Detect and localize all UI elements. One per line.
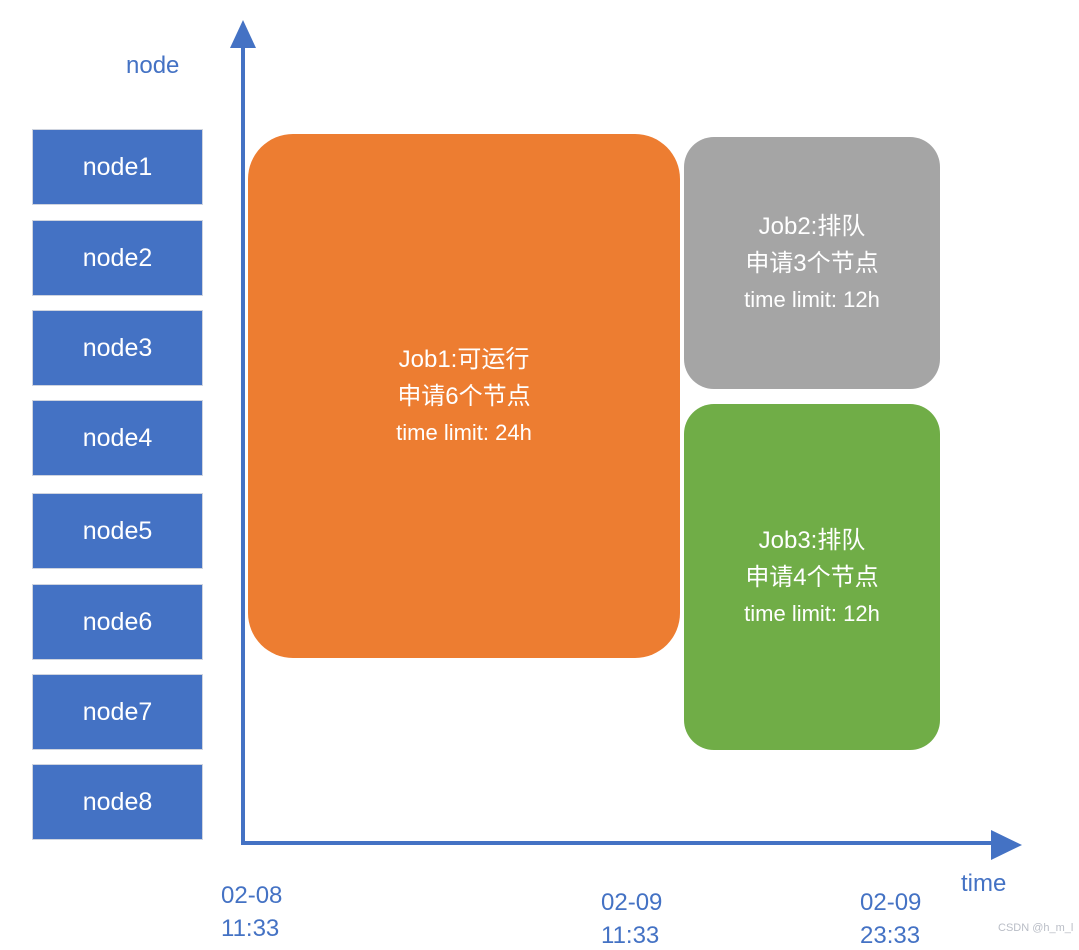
y-axis-label: node bbox=[126, 52, 180, 79]
x-tick-0208-1133: 02-08 11:33 bbox=[221, 879, 282, 945]
x-tick-date: 02-09 bbox=[860, 889, 922, 916]
node-box-node8: node8 bbox=[32, 764, 203, 840]
node-box-node7: node7 bbox=[32, 674, 203, 750]
x-axis-label: time bbox=[961, 870, 1007, 897]
x-tick-time: 11:33 bbox=[221, 915, 280, 942]
x-tick-0209-2333: 02-09 23:33 bbox=[860, 886, 921, 950]
job2-limit-line: time limit: 12h bbox=[744, 287, 880, 312]
node-box-node6: node6 bbox=[32, 584, 203, 660]
x-tick-date: 02-08 bbox=[221, 882, 283, 909]
x-tick-0209-1133: 02-09 11:33 bbox=[601, 886, 662, 950]
job-block-job3: Job3:排队 申请4个节点 time limit: 12h bbox=[684, 404, 940, 750]
node-box-node4: node4 bbox=[32, 400, 203, 476]
job1-limit-line: time limit: 24h bbox=[396, 420, 532, 445]
y-axis-line bbox=[241, 44, 245, 844]
x-axis-arrow-icon bbox=[991, 830, 1022, 860]
job3-request-line: 申请4个节点 bbox=[745, 564, 879, 591]
node-box-node2: node2 bbox=[32, 220, 203, 296]
x-tick-time: 11:33 bbox=[601, 922, 660, 949]
job-block-job2: Job2:排队 申请3个节点 time limit: 12h bbox=[684, 137, 940, 389]
x-axis-line bbox=[241, 841, 993, 845]
job1-status-line: Job1:可运行 bbox=[398, 346, 530, 373]
node-box-node3: node3 bbox=[32, 310, 203, 386]
job2-request-line: 申请3个节点 bbox=[745, 250, 879, 277]
node-box-node1: node1 bbox=[32, 129, 203, 205]
job2-status-line: Job2:排队 bbox=[758, 213, 866, 240]
x-tick-date: 02-09 bbox=[601, 889, 663, 916]
y-axis-arrow-icon bbox=[230, 20, 256, 48]
x-tick-time: 23:33 bbox=[860, 922, 921, 949]
job3-status-line: Job3:排队 bbox=[758, 527, 866, 554]
job3-limit-line: time limit: 12h bbox=[744, 601, 880, 626]
watermark: CSDN @h_m_l bbox=[998, 922, 1074, 934]
job1-request-line: 申请6个节点 bbox=[397, 383, 531, 410]
job-block-job1: Job1:可运行 申请6个节点 time limit: 24h bbox=[248, 134, 680, 658]
node-box-node5: node5 bbox=[32, 493, 203, 569]
